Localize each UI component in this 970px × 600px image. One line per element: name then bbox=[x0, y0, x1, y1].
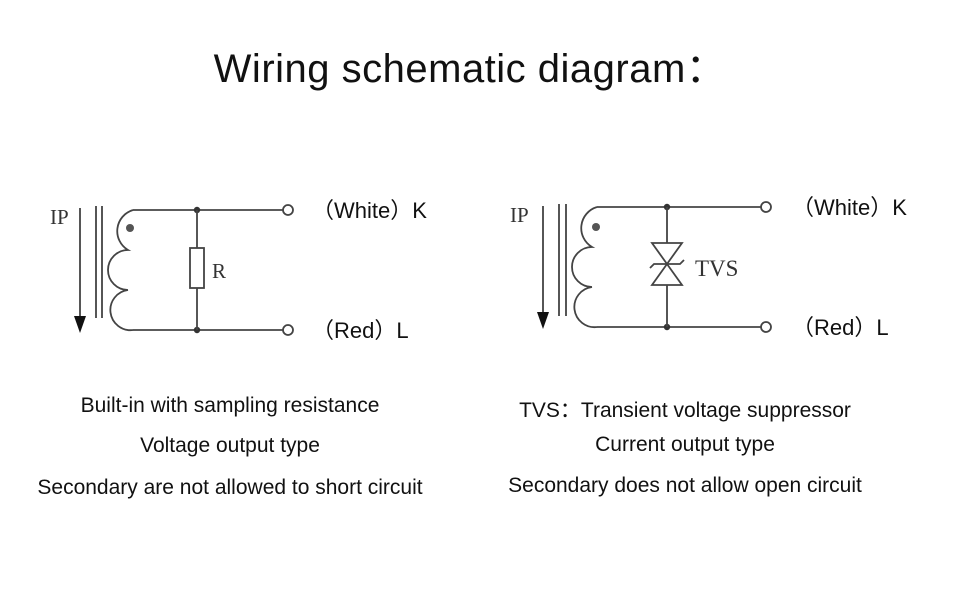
left-terminal-k-label: （White）K bbox=[312, 198, 427, 223]
right-polarity-dot bbox=[592, 223, 600, 231]
left-caption-2: Voltage output type bbox=[140, 434, 320, 457]
left-coil bbox=[107, 209, 134, 332]
diagram-title: Wiring schematic diagram： bbox=[213, 47, 727, 91]
right-terminal-l-label: （Red）L bbox=[792, 315, 889, 340]
tvs-label: TVS bbox=[695, 256, 738, 281]
tvs-diode-icon bbox=[649, 242, 685, 286]
left-polarity-dot bbox=[126, 224, 134, 232]
right-ip-label: IP bbox=[510, 203, 529, 227]
resistor-symbol bbox=[189, 247, 205, 289]
left-caption-1: Built-in with sampling resistance bbox=[80, 394, 380, 417]
right-caption-2: Current output type bbox=[595, 433, 775, 456]
left-circuit: IP R （White）K （Red）L bbox=[50, 198, 427, 343]
left-ip-label: IP bbox=[50, 205, 69, 229]
right-terminal-l bbox=[760, 321, 772, 333]
right-circuit: IP TVS （White）K （Red）L bbox=[510, 195, 907, 340]
resistor-label: R bbox=[212, 259, 226, 283]
left-terminal-k bbox=[282, 204, 294, 216]
right-coil bbox=[571, 206, 598, 329]
left-terminal-l-label: （Red）L bbox=[312, 318, 409, 343]
right-terminal-k bbox=[760, 201, 772, 213]
right-caption-1: TVS：Transient voltage suppressor bbox=[519, 399, 851, 422]
right-terminal-k-label: （White）K bbox=[792, 195, 907, 220]
left-terminal-l bbox=[282, 324, 294, 336]
right-caption-3: Secondary does not allow open circuit bbox=[508, 474, 862, 497]
left-caption-3: Secondary are not allowed to short circu… bbox=[37, 476, 423, 499]
left-arrowhead-icon bbox=[74, 316, 86, 333]
right-arrowhead-icon bbox=[537, 312, 549, 329]
